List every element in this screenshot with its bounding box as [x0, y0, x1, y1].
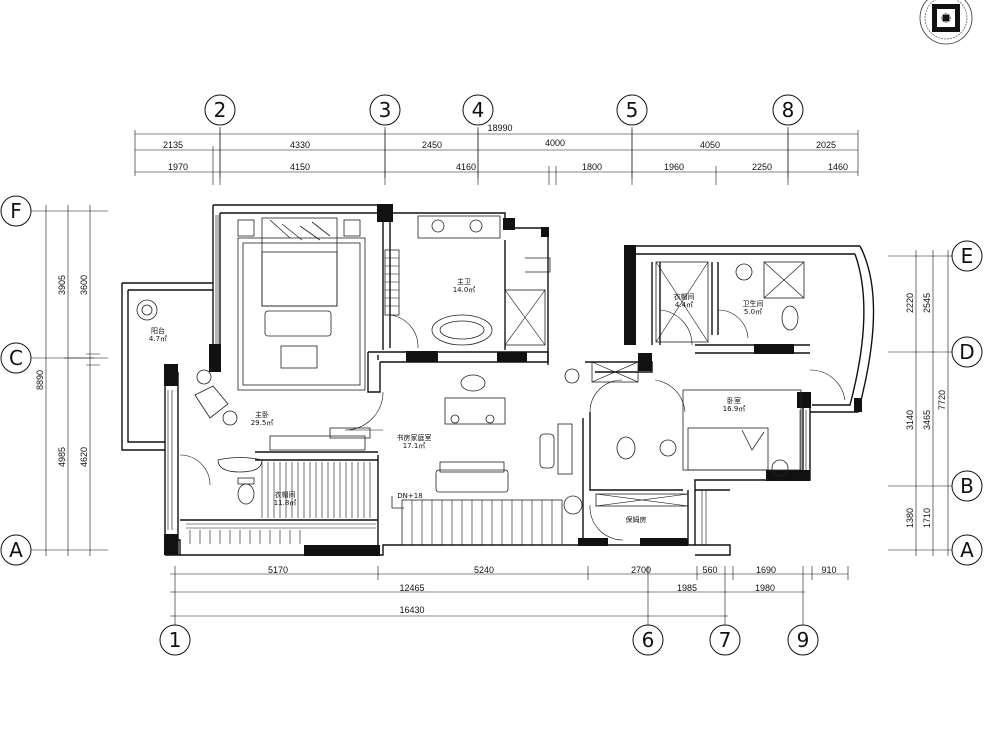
axis-label: A — [9, 538, 23, 562]
room-name: 保姆房 — [626, 515, 647, 524]
room-name: 卧室 — [727, 396, 741, 405]
axis-label: 4 — [472, 98, 485, 122]
dim-label: 3140 — [905, 410, 915, 430]
axis-label: 3 — [379, 98, 392, 122]
axis-label: A — [960, 538, 974, 562]
dim-label: 2450 — [422, 140, 442, 150]
dim-label: 910 — [821, 565, 836, 575]
dim-label: 1710 — [922, 508, 932, 528]
axis-bubbles-bottom: 1 6 7 9 — [159, 624, 819, 656]
axis-bubbles-left: F C A — [0, 195, 108, 566]
dim-total-bottom: 16430 — [399, 605, 424, 615]
dim-label: 4620 — [79, 447, 89, 467]
dim-total-left: 8890 — [35, 370, 45, 390]
axis-bubbles-right: E D B A — [888, 240, 983, 566]
room-name: 书房家庭室 — [397, 433, 432, 442]
dim-label: 5170 — [268, 565, 288, 575]
axis-label: C — [9, 346, 23, 370]
dim-label: 2025 — [816, 140, 836, 150]
room-name: 阳台 — [151, 326, 165, 335]
dim-label: 4330 — [290, 140, 310, 150]
room-labels: 阳台 4.7㎡ 主卧 29.5㎡ 主卫 14.0㎡ 衣帽间 11.8㎡ 书房家庭… — [149, 277, 764, 524]
axis-label: D — [959, 340, 974, 364]
dim-label: 1690 — [756, 565, 776, 575]
dim-label: 560 — [702, 565, 717, 575]
dim-label: 4150 — [290, 162, 310, 172]
room-area: 14.0㎡ — [453, 286, 476, 294]
dim-label: 1380 — [905, 508, 915, 528]
axis-label: B — [960, 474, 974, 498]
dim-total-right: 7720 — [937, 390, 947, 410]
dimensions-bottom: 5170 5240 2700 560 1690 910 12465 1985 1… — [170, 565, 849, 630]
dim-label: 2220 — [905, 293, 915, 313]
dim-label: 3465 — [922, 410, 932, 430]
axis-label: 5 — [626, 98, 639, 122]
room-name: 主卧 — [255, 410, 269, 419]
axis-label: 9 — [797, 628, 810, 652]
dim-label: 1800 — [582, 162, 602, 172]
dim-label: 3905 — [57, 275, 67, 295]
dim-label: 2135 — [163, 140, 183, 150]
dimensions-left: 8890 3905 4985 3600 4620 — [35, 205, 100, 556]
dim-label: 2250 — [752, 162, 772, 172]
room-name: 卫生间 — [743, 299, 764, 308]
dim-label: 2700 — [631, 565, 651, 575]
walls — [121, 204, 875, 556]
dim-label: 2545 — [922, 293, 932, 313]
dim-label: 1460 — [828, 162, 848, 172]
room-name: 主卫 — [457, 277, 471, 286]
dimensions-right: 2220 3140 1380 2545 3465 1710 7720 — [905, 250, 949, 556]
dim-label: 5240 — [474, 565, 494, 575]
room-area: 11.8㎡ — [274, 499, 297, 507]
room-area: 17.1㎡ — [403, 442, 426, 450]
room-name: 衣帽间 — [674, 292, 695, 301]
dim-label: 4160 — [456, 162, 476, 172]
dim-label: 4050 — [700, 140, 720, 150]
room-area: 5.0㎡ — [744, 308, 762, 316]
room-area: 29.5㎡ — [251, 419, 274, 427]
axis-label: 8 — [782, 98, 795, 122]
dim-label: 4985 — [57, 447, 67, 467]
compass-emblem-icon — [919, 0, 973, 45]
dim-label: 12465 — [399, 583, 424, 593]
axis-label: 7 — [719, 628, 732, 652]
room-area: 4.7㎡ — [149, 335, 167, 343]
dim-label: 1960 — [664, 162, 684, 172]
room-name: 衣帽间 — [275, 490, 296, 499]
axis-label: F — [10, 199, 22, 223]
axis-label: 6 — [642, 628, 655, 652]
furniture — [136, 215, 846, 546]
dim-label: 1985 — [677, 583, 697, 593]
axis-label: E — [961, 244, 974, 268]
stair-label: DN+18 — [397, 492, 422, 500]
dim-total-top: 18990 — [487, 123, 512, 133]
axis-label: 1 — [169, 628, 182, 652]
dim-label: 1970 — [168, 162, 188, 172]
dim-label: 4000 — [545, 138, 565, 148]
room-area: 16.9㎡ — [723, 405, 746, 413]
dim-label: 1980 — [755, 583, 775, 593]
dim-label: 3600 — [79, 275, 89, 295]
room-area: 4.4㎡ — [675, 301, 693, 309]
axis-label: 2 — [214, 98, 227, 122]
dimensions-top: 18990 2135 4330 2450 4000 4050 2025 1970… — [134, 123, 859, 185]
